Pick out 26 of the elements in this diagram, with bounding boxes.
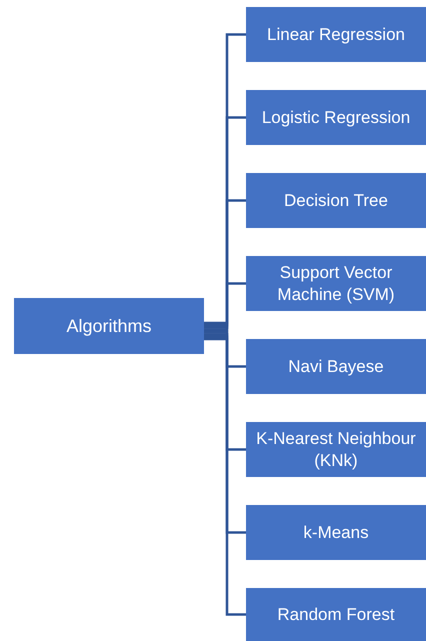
box-label: Random Forest — [277, 604, 395, 626]
algorithm-box — [246, 90, 426, 145]
connector-line — [204, 33, 246, 324]
root-box — [14, 298, 204, 354]
connector-line — [204, 330, 246, 368]
connector-line — [204, 282, 246, 332]
algorithm-box — [246, 588, 426, 641]
box-label: Logistic Regression — [262, 106, 410, 128]
box-label: K-Nearest Neighbour (KNk) — [255, 428, 417, 472]
algorithm-box — [246, 422, 426, 477]
algorithm-box — [246, 505, 426, 560]
connector-line — [204, 116, 246, 327]
connector-line — [204, 333, 246, 451]
connector-line — [204, 335, 246, 534]
box-label: Algorithms — [66, 315, 152, 337]
box-label: k-Means — [303, 522, 369, 544]
connector-line — [204, 338, 246, 616]
algorithm-box — [246, 339, 426, 394]
box-label: Decision Tree — [284, 190, 388, 212]
algorithm-box — [246, 173, 426, 228]
box-label: Linear Regression — [267, 24, 405, 46]
box-label: Support Vector Machine (SVM) — [276, 262, 396, 306]
algorithm-box — [246, 7, 426, 62]
algorithm-box — [246, 256, 426, 311]
connector-line — [204, 199, 246, 329]
box-label: Navi Bayese — [288, 356, 384, 378]
